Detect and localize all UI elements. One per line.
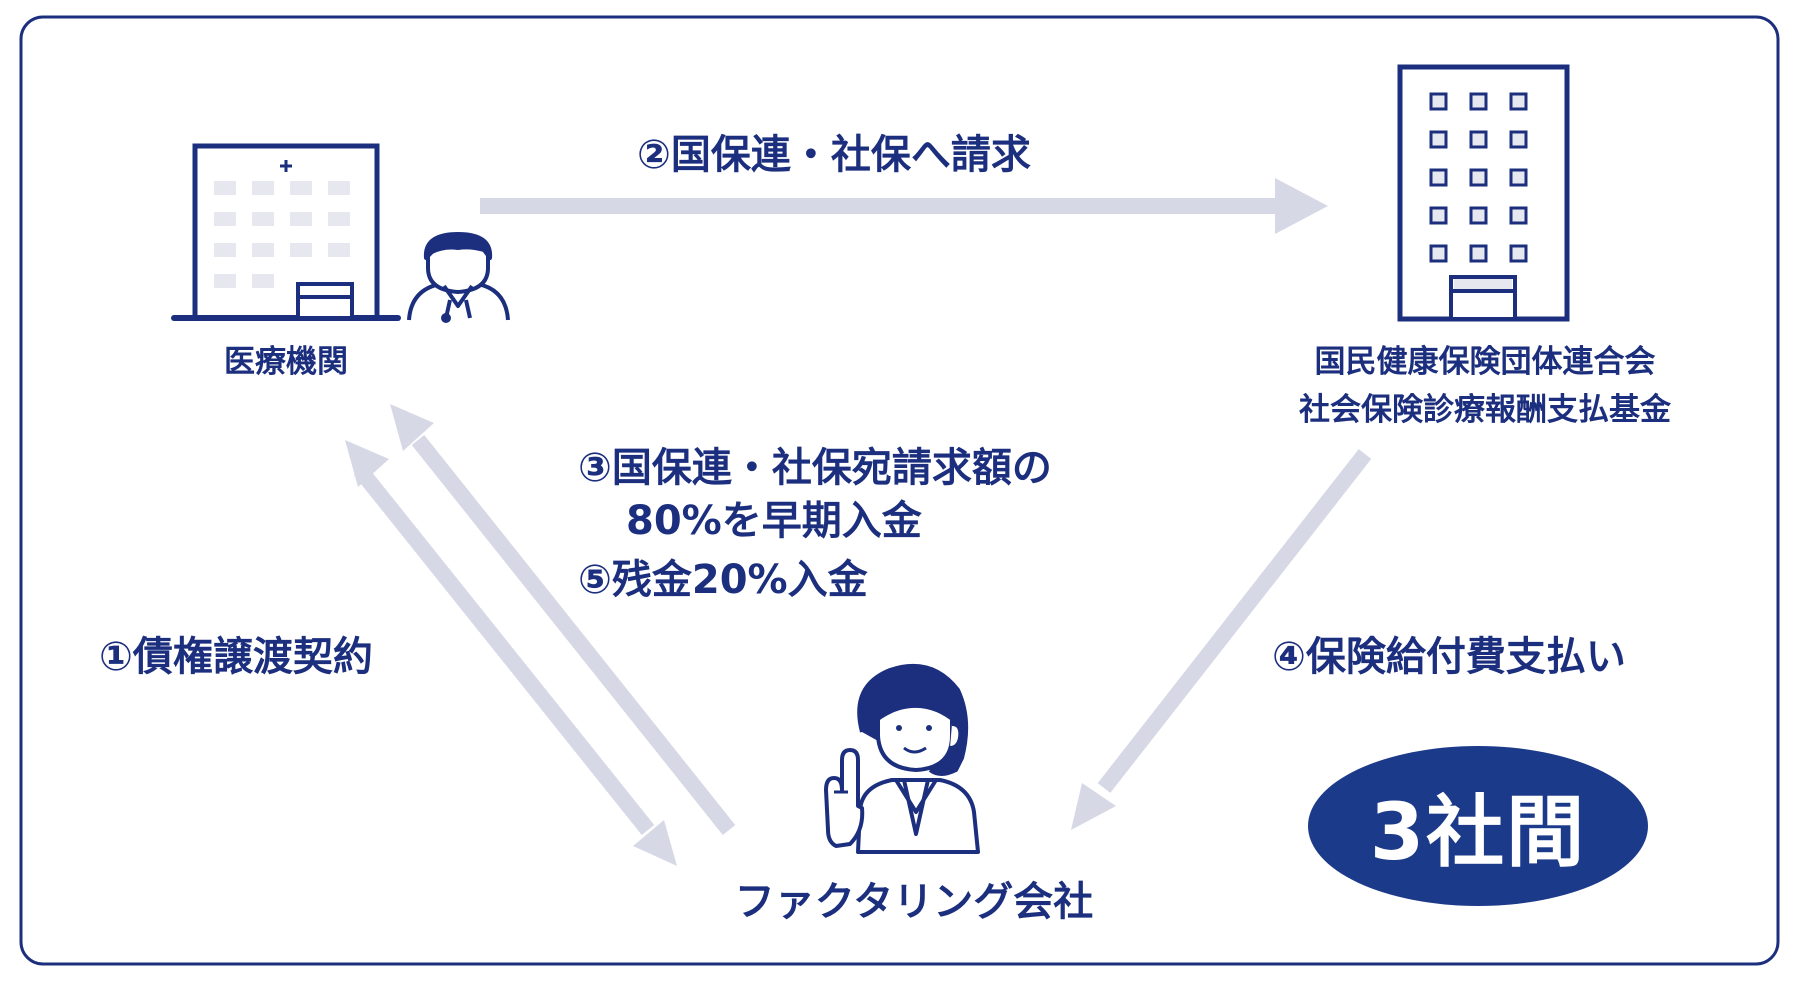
arrow-step2	[480, 178, 1328, 234]
businesswoman-icon	[824, 663, 980, 854]
edge-label-step3-line2: 80%を早期入金	[626, 498, 922, 544]
edge-label-step5: ⑤残金20%入金	[578, 557, 868, 603]
edge-label-step3-line1: ③国保連・社保宛請求額の	[578, 445, 1052, 491]
node-label-factoring: ファクタリング会社	[734, 879, 1094, 925]
edge-label-step2: ②国保連・社保へ請求	[637, 132, 1031, 178]
arrow-step4	[1071, 449, 1372, 830]
edge-label-step4: ④保険給付費支払い	[1272, 634, 1626, 680]
edge-label-step1: ①債権譲渡契約	[99, 634, 373, 680]
node-label-national-line1: 国民健康保険団体連合会	[1314, 344, 1656, 380]
hospital-building-icon	[171, 143, 401, 321]
arrow-step1	[345, 440, 677, 866]
doctor-icon	[407, 232, 510, 323]
node-label-medical: 医療機関	[224, 344, 348, 380]
office-building-icon	[1397, 64, 1570, 322]
three-party-badge: 3社間	[1308, 746, 1648, 906]
arrow-step3-5	[390, 404, 736, 835]
node-label-national-line2: 社会保険診療報酬支払基金	[1299, 392, 1671, 428]
